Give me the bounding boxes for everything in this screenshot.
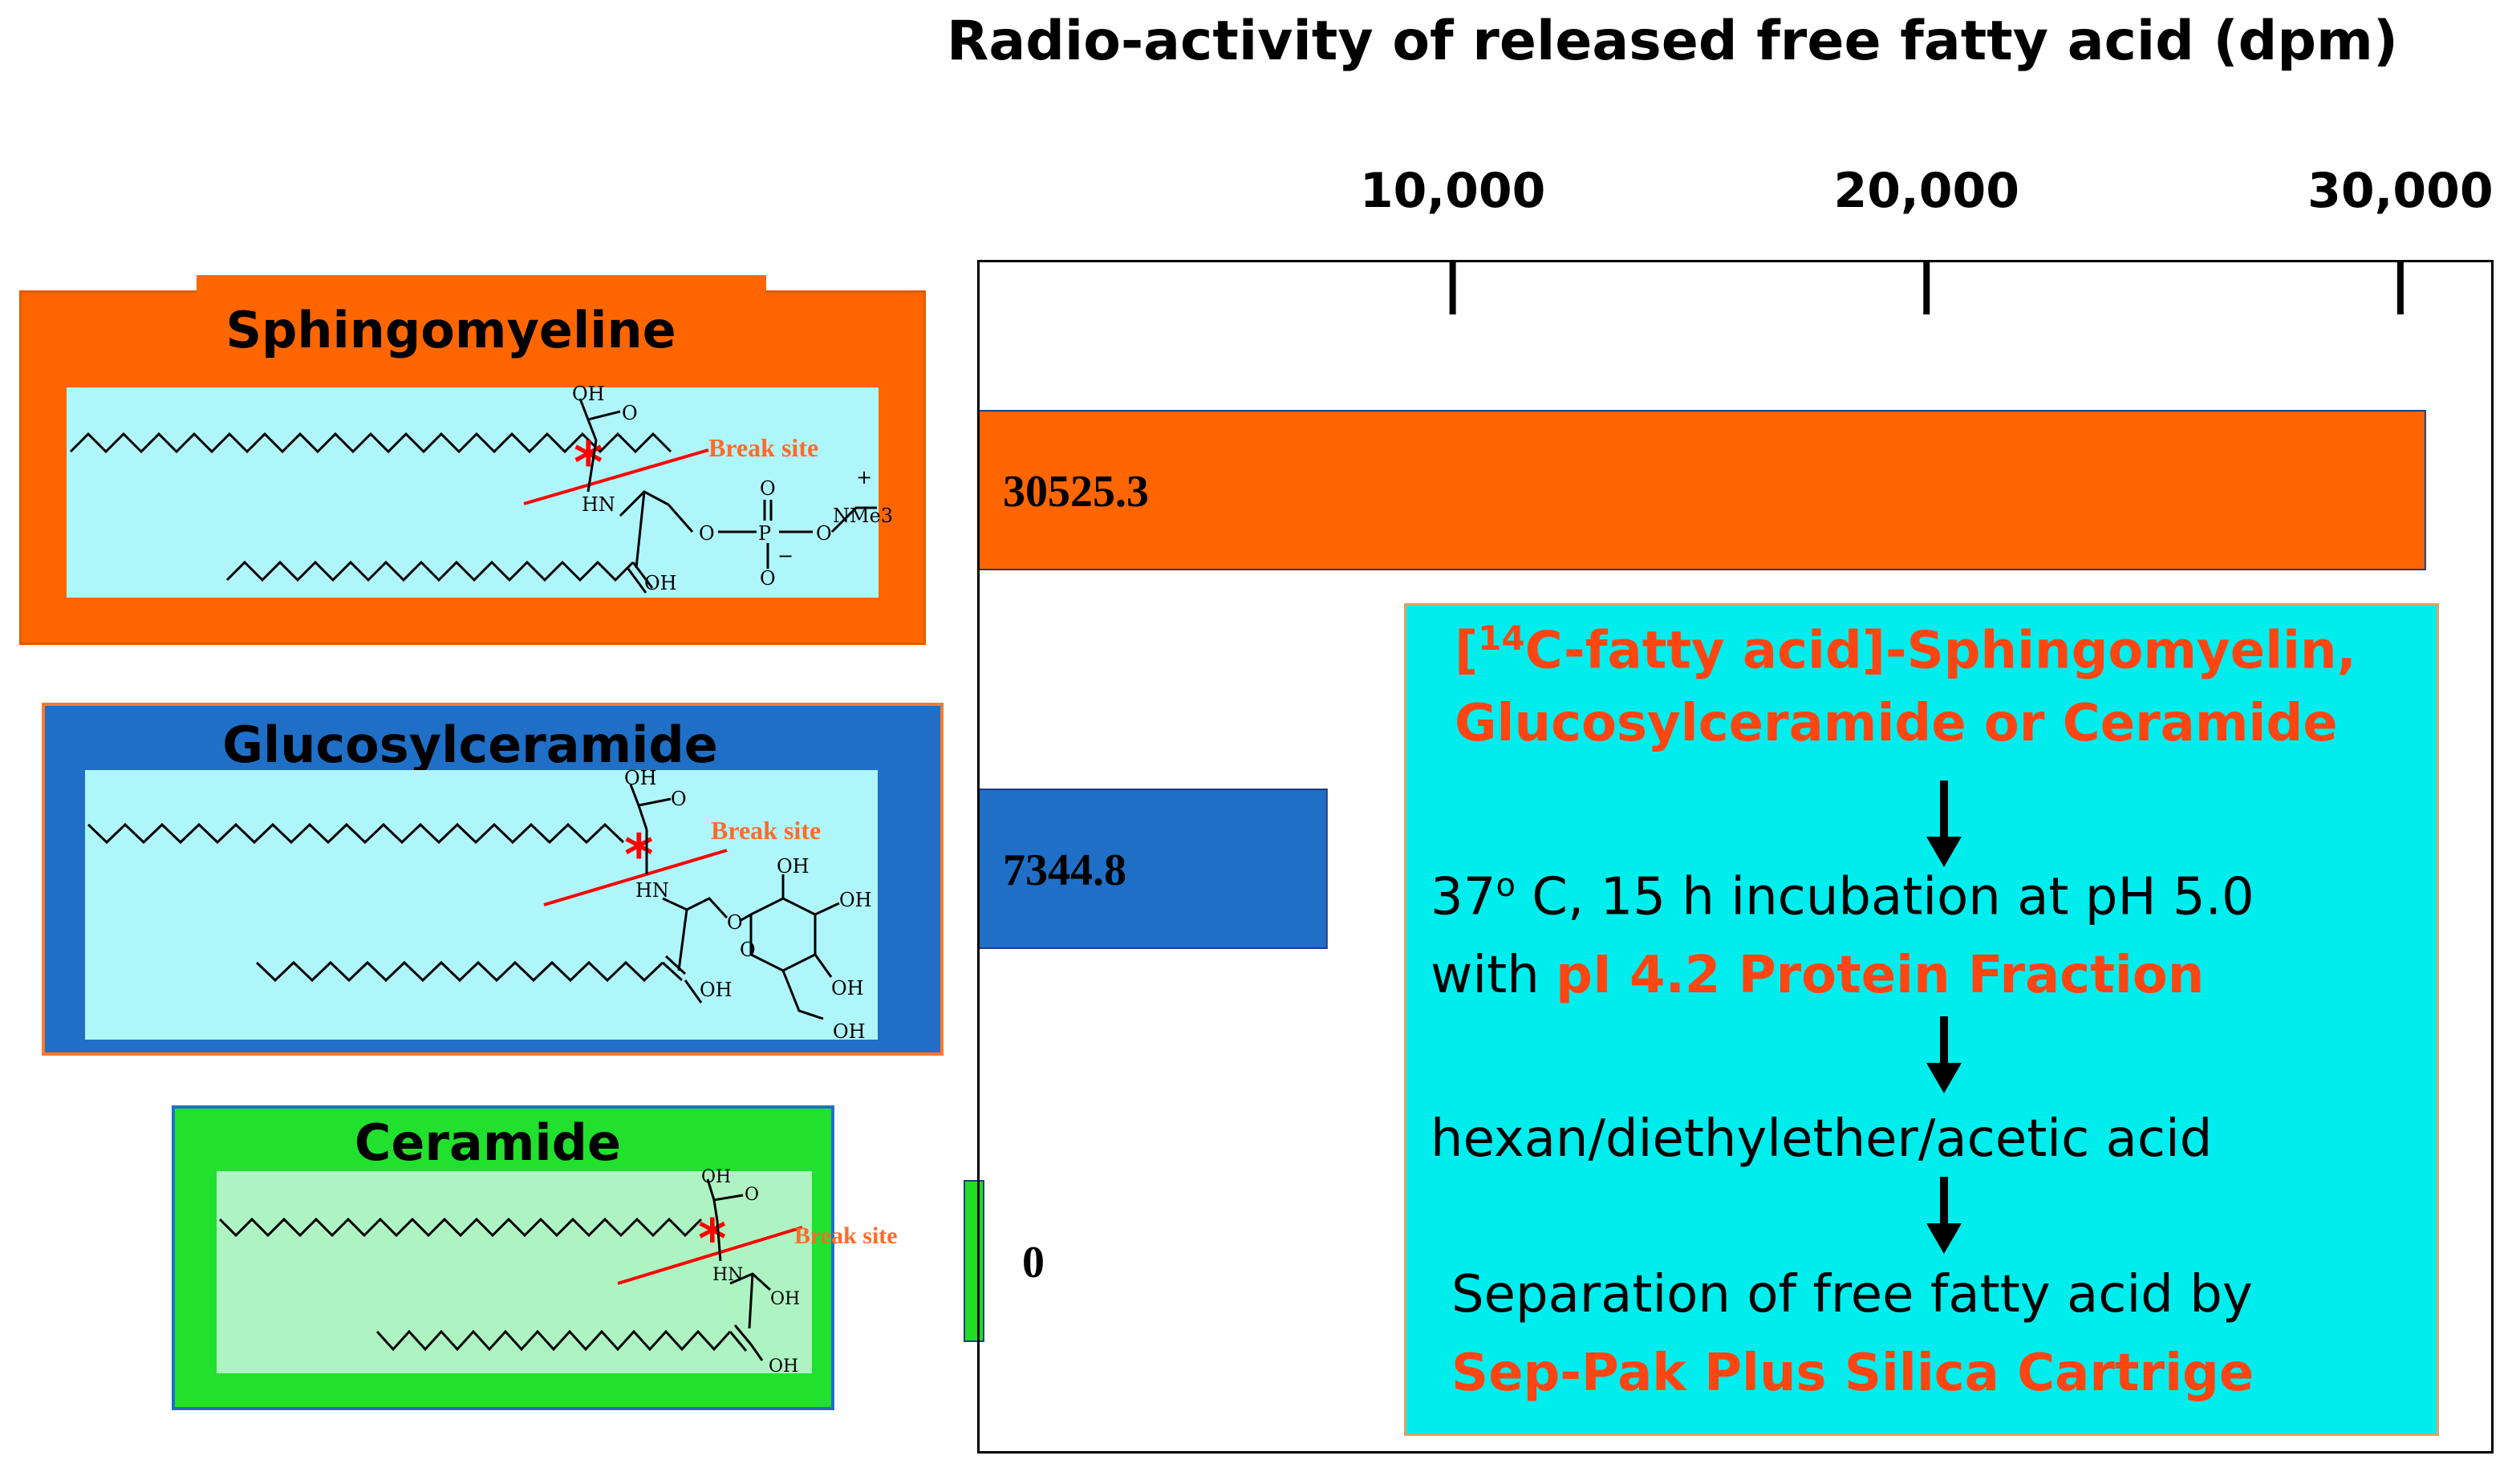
- atom-label: OH: [769, 1356, 798, 1377]
- atom-label: OH: [770, 1289, 800, 1309]
- atom-label: OH: [624, 767, 657, 789]
- glucosylceramide-title: Glucosylceramide: [222, 716, 718, 774]
- break-site-label: Break site: [708, 433, 818, 462]
- atom-label: O: [699, 522, 715, 545]
- break-asterisk: *: [698, 1208, 727, 1271]
- atom-label: O: [727, 911, 743, 934]
- break-asterisk: *: [624, 822, 654, 888]
- atom-label: O: [622, 402, 638, 424]
- atom-label: HN: [582, 493, 615, 516]
- glucose-ring: [749, 897, 817, 972]
- chart-title: Radio-activity of released free fatty ac…: [947, 10, 2398, 73]
- down-arrow-icon: [1926, 1177, 1962, 1254]
- down-arrow-icon: [1926, 781, 1962, 867]
- procedure-line-6: Separation of free fatty acid by: [1451, 1265, 2253, 1324]
- ceramide-structure: * Break site OH O HN OH OH: [217, 1167, 898, 1377]
- bar-sphingomyeline: [978, 410, 2426, 570]
- sphingosine-chain: [225, 560, 635, 582]
- atom-label: OH: [833, 1020, 866, 1043]
- atom-label: OH: [700, 979, 733, 1001]
- glucosylceramide-structure: * Break site OH O HN O: [85, 767, 878, 1043]
- fatty-acid-chain: [69, 432, 672, 454]
- bar-value-label: 0: [1022, 1238, 1045, 1287]
- bar-ceramide: [964, 1180, 984, 1342]
- procedure-line-5: hexan/diethylether/acetic acid: [1431, 1109, 2213, 1169]
- atom-label: HN: [712, 1265, 743, 1285]
- procedure-line-7: Sep-Pak Plus Silica Cartrige: [1451, 1344, 2254, 1403]
- x-tick-label: 30,000: [2307, 163, 2494, 219]
- atom-label: NMe3: [833, 505, 893, 527]
- break-line: [617, 1226, 803, 1285]
- bar-value-label: 7344.8: [1003, 845, 1126, 895]
- sphingosine-chain: [255, 960, 664, 983]
- bar-glucosylceramide: [978, 789, 1328, 949]
- atom-label: O: [740, 939, 756, 961]
- break-site-label: Break site: [794, 1222, 898, 1249]
- atom-label: P: [758, 522, 771, 545]
- atom-label: O: [671, 788, 687, 810]
- atom-label: HN: [635, 879, 669, 902]
- bar-value-label: 30525.3: [1003, 467, 1149, 517]
- x-tick-label: 20,000: [1833, 163, 2019, 219]
- procedure-line-3: 37o C, 15 h incubation at pH 5.0: [1431, 867, 2254, 927]
- down-arrow-icon: [1926, 1016, 1962, 1093]
- sphingomyeline-panel: Sphingomyeline * Break site: [19, 275, 926, 645]
- atom-label: +: [856, 466, 872, 489]
- fatty-acid-chain: [87, 822, 625, 845]
- plot-area-frame: [977, 260, 2494, 1454]
- atom-label: OH: [644, 572, 677, 594]
- procedure-line-4: with pI 4.2 Protein Fraction: [1431, 946, 2205, 1005]
- atom-label: OH: [777, 855, 810, 878]
- atom-label: OH: [831, 977, 864, 999]
- sphingomyeline-structure: * Break site OH O HN O P: [67, 383, 893, 598]
- atom-label: O: [760, 477, 776, 500]
- fatty-acid-chain: [218, 1217, 703, 1238]
- procedure-box: [14C-fatty acid]-Sphingomyelin, Glucosyl…: [1404, 603, 2439, 1436]
- atom-label: OH: [701, 1167, 731, 1187]
- procedure-line-1: [14C-fatty acid]-Sphingomyelin,: [1455, 618, 2356, 681]
- sphingosine-chain: [375, 1329, 732, 1352]
- sphingomyeline-title: Sphingomyeline: [225, 301, 676, 359]
- atom-label: O: [816, 522, 832, 545]
- ceramide-title: Ceramide: [354, 1113, 622, 1172]
- procedure-line-2: Glucosylceramide or Ceramide: [1455, 694, 2338, 753]
- atom-label: OH: [839, 889, 872, 911]
- atom-label: O: [745, 1185, 759, 1205]
- panel-tab: [197, 275, 766, 296]
- x-tick-label: 10,000: [1360, 163, 1546, 219]
- break-line: [523, 448, 709, 505]
- break-line: [543, 849, 728, 906]
- atom-label: OH: [572, 383, 605, 405]
- atom-label: O: [760, 567, 776, 590]
- glucosylceramide-panel: Glucosylceramide * Break site: [42, 703, 944, 1056]
- break-site-label: Break site: [711, 816, 821, 845]
- atom-label: −: [777, 545, 793, 567]
- ceramide-panel: Ceramide * Break site OH O HN: [172, 1105, 898, 1410]
